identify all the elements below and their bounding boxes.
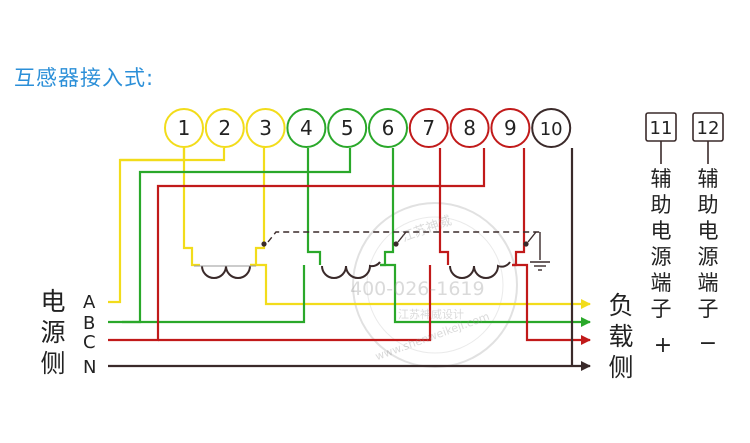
aux-minus-char: 助 [697, 193, 719, 217]
load-side-label: 负 载 侧 [606, 290, 636, 383]
terminal-8-number: 8 [463, 116, 476, 140]
terminal-5-number: 5 [341, 116, 354, 140]
aux-plus-sign: + [654, 333, 672, 358]
terminal-9-circle [490, 108, 531, 148]
terminal-1-number: 1 [178, 116, 191, 140]
aux-plus-char: 电 [650, 219, 672, 243]
phase-a-wiring [108, 148, 591, 309]
terminal-1-circle [164, 108, 204, 148]
aux-minus-char: 电 [697, 219, 719, 243]
terminal-10-number: 10 [540, 119, 563, 140]
terminal-3-circle [245, 108, 286, 148]
terminal-6-number: 6 [382, 116, 395, 140]
phase-label-b: B [83, 313, 95, 334]
terminal-2-circle [204, 108, 245, 148]
aux-minus-char: 源 [697, 245, 719, 269]
watermark-seal-inner [366, 216, 504, 354]
terminal-4-number: 4 [300, 116, 313, 140]
aux-plus-char: 辅 [650, 167, 672, 191]
phase-label-a: A [83, 292, 96, 313]
aux-plus-char: 端 [650, 271, 672, 295]
common-dashed-line [267, 231, 550, 271]
phase-c-wiring [108, 148, 591, 345]
aux-minus-sign: − [699, 331, 717, 356]
phase-b-wiring [108, 148, 591, 327]
watermark-sub: 江苏神威设计 [398, 308, 464, 321]
load-side-char: 负 [608, 291, 634, 320]
aux-terminal-12-number: 12 [697, 118, 720, 139]
aux-minus-label: 辅 助 电 源 端 子 [694, 166, 722, 322]
terminal-6-circle [368, 108, 408, 148]
ct-coil-c [449, 261, 511, 279]
source-side-char: 电 [40, 287, 66, 316]
phase-label-c: C [83, 332, 96, 353]
aux-plus-char: 子 [650, 297, 672, 321]
phase-label-n: N [83, 357, 96, 378]
terminal-2-number: 2 [218, 116, 231, 140]
terminal-8-circle [449, 108, 490, 148]
junction-dots [261, 241, 529, 247]
source-side-char: 侧 [40, 349, 66, 378]
load-side-char: 载 [608, 322, 634, 351]
terminal-7-number: 7 [422, 116, 435, 140]
aux-minus-char: 子 [697, 297, 719, 321]
aux-plus-label: 辅 助 电 源 端 子 [647, 166, 675, 322]
aux-minus-char: 端 [697, 271, 719, 295]
source-side-label: 电 源 侧 [38, 286, 68, 379]
terminal-4-circle [286, 108, 327, 148]
aux-minus-char: 辅 [697, 167, 719, 191]
load-side-char: 侧 [608, 353, 634, 382]
terminal-5-circle [327, 108, 368, 148]
ct-coil-a [194, 265, 256, 279]
ct-coil-b [321, 261, 381, 279]
terminal-7-circle [408, 108, 449, 148]
aux-plus-char: 助 [650, 193, 672, 217]
neutral-wiring [108, 148, 591, 371]
terminal-block: 1 2 3 4 5 6 7 8 9 10 [164, 108, 572, 148]
aux-terminal-11-number: 11 [650, 118, 673, 139]
source-side-char: 源 [40, 318, 66, 347]
terminal-3-number: 3 [259, 116, 272, 140]
aux-plus-char: 源 [650, 245, 672, 269]
watermark-phone: 400-026-1619 [350, 278, 485, 300]
terminal-9-number: 9 [504, 116, 517, 140]
page-title: 互感器接入式: [14, 66, 155, 90]
terminal-10-circle [531, 108, 572, 148]
